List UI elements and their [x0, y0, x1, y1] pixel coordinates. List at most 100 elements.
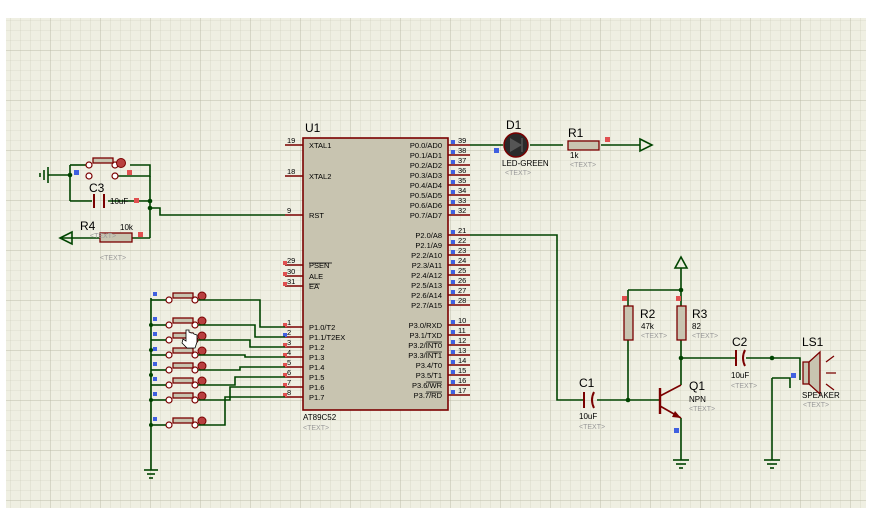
u1-pin-8[interactable]: 8P1.7 [283, 388, 324, 402]
pin-number: 23 [458, 246, 466, 255]
c2-value: 10uF [731, 371, 749, 380]
wire-p20-c1[interactable] [470, 234, 583, 401]
u1-pin-5[interactable]: 5P1.4 [283, 358, 324, 372]
wire-to-rst[interactable] [150, 207, 285, 216]
wire-btn-right[interactable] [118, 164, 151, 177]
r4-resistor[interactable]: R4 10k <TEXT> <TEXT> [80, 219, 143, 262]
c2-capacitor[interactable]: C2 10uF <TEXT> [731, 335, 757, 390]
pin-label: P3.4/T0 [416, 361, 442, 370]
pin-number: 3 [287, 338, 291, 347]
u1-pin-2[interactable]: 2P1.1/T2EX [283, 328, 345, 342]
r4-terminal-icon[interactable] [58, 230, 73, 246]
pin-number: 37 [458, 156, 466, 165]
pin-number: 18 [287, 167, 295, 176]
pin-number: 27 [458, 286, 466, 295]
c2-text-placeholder: <TEXT> [731, 383, 757, 390]
wires [48, 144, 801, 470]
keypad-switch-5[interactable] [151, 361, 285, 374]
vcc-power-terminal-icon[interactable] [673, 255, 689, 269]
r3-body[interactable] [676, 305, 687, 341]
pin-number: 12 [458, 336, 466, 345]
d1-text-placeholder: <TEXT> [505, 170, 531, 177]
d1-led[interactable]: D1 LED-GREEN <TEXT> [494, 118, 549, 177]
r1-reference: R1 [568, 126, 584, 140]
keypad-switch-array[interactable] [151, 291, 285, 429]
pin-number: 9 [287, 206, 291, 215]
r1-resistor[interactable]: R1 1k <TEXT> [567, 126, 610, 169]
pin-number: 21 [458, 226, 466, 235]
speaker-coil[interactable] [802, 361, 810, 385]
keypad-switch-6[interactable] [151, 376, 285, 389]
pin-number: 16 [458, 376, 466, 385]
pin-label: P1.5 [309, 373, 324, 382]
r2-resistor[interactable]: R2 47k <TEXT> [622, 296, 667, 341]
pin-label: P0.5/AD5 [410, 191, 442, 200]
d1-reference: D1 [506, 118, 522, 132]
keypad-switch-2[interactable] [151, 316, 285, 338]
ls1-speaker[interactable]: LS1 SPEAKER <TEXT> [791, 335, 840, 409]
keypad-switch-1[interactable] [151, 291, 285, 328]
u1-microcontroller[interactable]: U1 AT89C52 <TEXT> 19XTAL118XTAL29RST29PS… [283, 121, 470, 432]
wire-speaker-mid[interactable] [772, 377, 791, 388]
u1-pin-3[interactable]: 3P1.2 [283, 338, 324, 352]
pin-label: P3.6/WR [412, 381, 443, 390]
q1-transistor[interactable]: Q1 NPN <TEXT> [658, 379, 715, 433]
u1-pin-7[interactable]: 7P1.6 [283, 378, 324, 392]
keypad-switch-8[interactable] [151, 396, 285, 429]
r1-text-placeholder: <TEXT> [570, 162, 596, 169]
wire-c2-speaker[interactable] [746, 357, 801, 380]
u1-pin-4[interactable]: 4P1.3 [283, 348, 324, 362]
keypad-switch-7[interactable] [151, 386, 285, 404]
led-triangle-icon [510, 138, 522, 152]
r1-body[interactable] [567, 140, 600, 151]
u1-pin-6[interactable]: 6P1.5 [283, 368, 324, 382]
r3-resistor[interactable]: R3 82 <TEXT> [676, 296, 718, 341]
u1-body[interactable] [302, 137, 449, 411]
output-terminal-icon[interactable] [639, 137, 654, 153]
c1-capacitor[interactable]: C1 10uF <TEXT> [579, 376, 605, 431]
pin-label: RST [309, 211, 324, 220]
c3-value: 10uF [110, 197, 128, 206]
pin-label: P2.5/A13 [411, 281, 442, 290]
c1-reference: C1 [579, 376, 595, 390]
r4-body[interactable] [99, 232, 133, 243]
u1-pin-1[interactable]: 1P1.0/T2 [283, 318, 335, 332]
reset-push-button[interactable] [74, 157, 132, 180]
c3-capacitor[interactable]: C3 10uF [89, 181, 139, 208]
r1-value: 1k [570, 151, 579, 160]
u1-right-pins: 39P0.0/AD038P0.1/AD137P0.2/AD236P0.3/AD3… [408, 136, 470, 400]
keypad-switch-4[interactable] [151, 346, 285, 359]
r2-body[interactable] [623, 305, 634, 341]
